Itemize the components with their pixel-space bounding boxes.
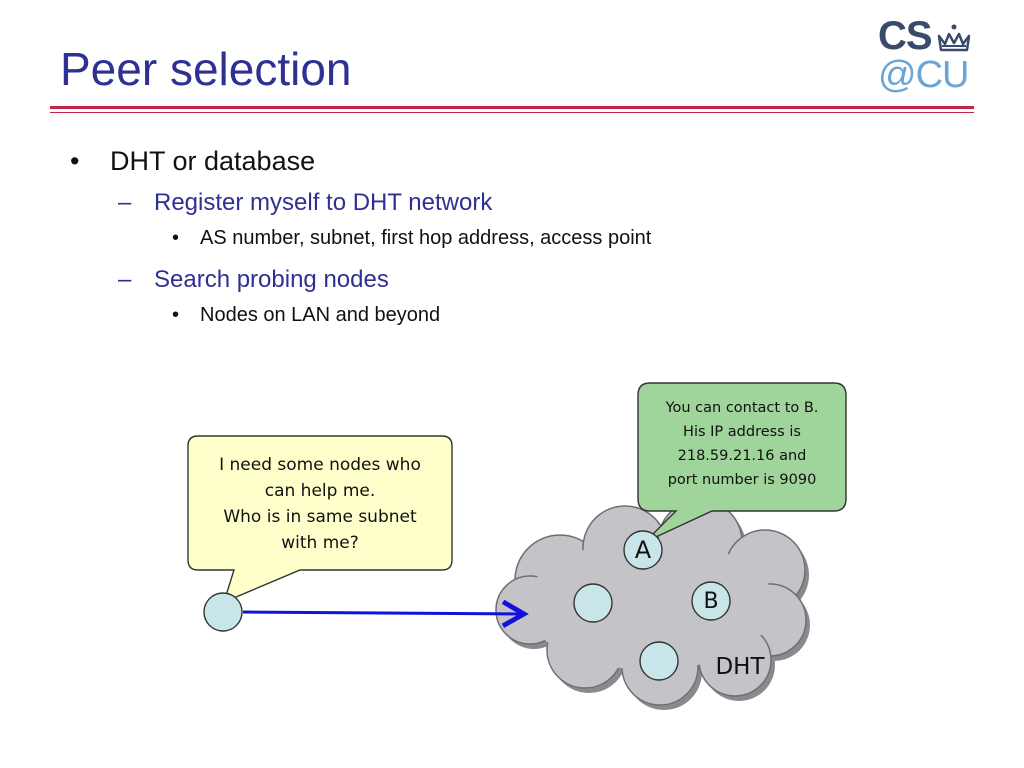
right-bubble-text: You can contact to B. His IP address is … bbox=[640, 396, 844, 492]
bullet-level2: – Search probing nodes bbox=[70, 266, 964, 294]
node-b bbox=[691, 581, 731, 621]
request-arrow bbox=[242, 599, 529, 628]
left-bubble-line: Who is in same subnet bbox=[223, 507, 417, 527]
bullet-text: AS number, subnet, first hop address, ac… bbox=[200, 227, 652, 249]
node-b-label: B bbox=[703, 589, 719, 614]
bullet-marker: • bbox=[70, 146, 80, 176]
cs-at-cu-logo: CS @CU bbox=[878, 14, 978, 96]
node-unnamed-1 bbox=[573, 583, 613, 623]
title-rule-thin bbox=[50, 112, 974, 113]
bullet-text: Search probing nodes bbox=[154, 266, 389, 293]
logo-line2: @CU bbox=[878, 54, 969, 96]
dash-marker: – bbox=[118, 189, 132, 216]
bullet-text: DHT or database bbox=[110, 146, 316, 176]
bullet-text: Nodes on LAN and beyond bbox=[200, 304, 441, 326]
bullet-marker: • bbox=[172, 227, 180, 249]
bullet-level3: • Nodes on LAN and beyond bbox=[70, 304, 964, 327]
bullet-marker: • bbox=[172, 304, 180, 326]
bullet-list: • DHT or database – Register myself to D… bbox=[70, 146, 964, 343]
dash-marker: – bbox=[118, 266, 132, 293]
bullet-text: Register myself to DHT network bbox=[154, 189, 493, 216]
node-a bbox=[623, 530, 663, 570]
node-a-label: A bbox=[634, 536, 652, 564]
right-bubble-line: port number is 9090 bbox=[667, 472, 817, 488]
logo-line1: CS bbox=[878, 14, 933, 58]
right-bubble-line: His IP address is bbox=[683, 424, 801, 440]
left-bubble-line: with me? bbox=[281, 533, 359, 553]
left-bubble-line: I need some nodes who bbox=[219, 455, 421, 475]
title-rule-thick bbox=[50, 106, 974, 109]
cloud-label: DHT bbox=[715, 654, 765, 680]
bullet-level3: • AS number, subnet, first hop address, … bbox=[70, 227, 964, 250]
right-bubble-line: You can contact to B. bbox=[665, 400, 819, 416]
cloud-core bbox=[525, 540, 775, 670]
node-unnamed-2 bbox=[639, 641, 679, 681]
left-speech-bubble bbox=[187, 435, 453, 604]
bullet-level1: • DHT or database bbox=[70, 146, 964, 177]
left-bubble-line: can help me. bbox=[264, 481, 376, 501]
right-bubble-line: 218.59.21.16 and bbox=[677, 448, 807, 464]
right-speech-bubble bbox=[637, 382, 847, 543]
requesting-node bbox=[203, 592, 243, 632]
page-title: Peer selection bbox=[60, 43, 352, 95]
left-bubble-text: I need some nodes who can help me. Who i… bbox=[192, 452, 448, 556]
bullet-level2: – Register myself to DHT network bbox=[70, 189, 964, 217]
crown-icon bbox=[937, 24, 971, 52]
